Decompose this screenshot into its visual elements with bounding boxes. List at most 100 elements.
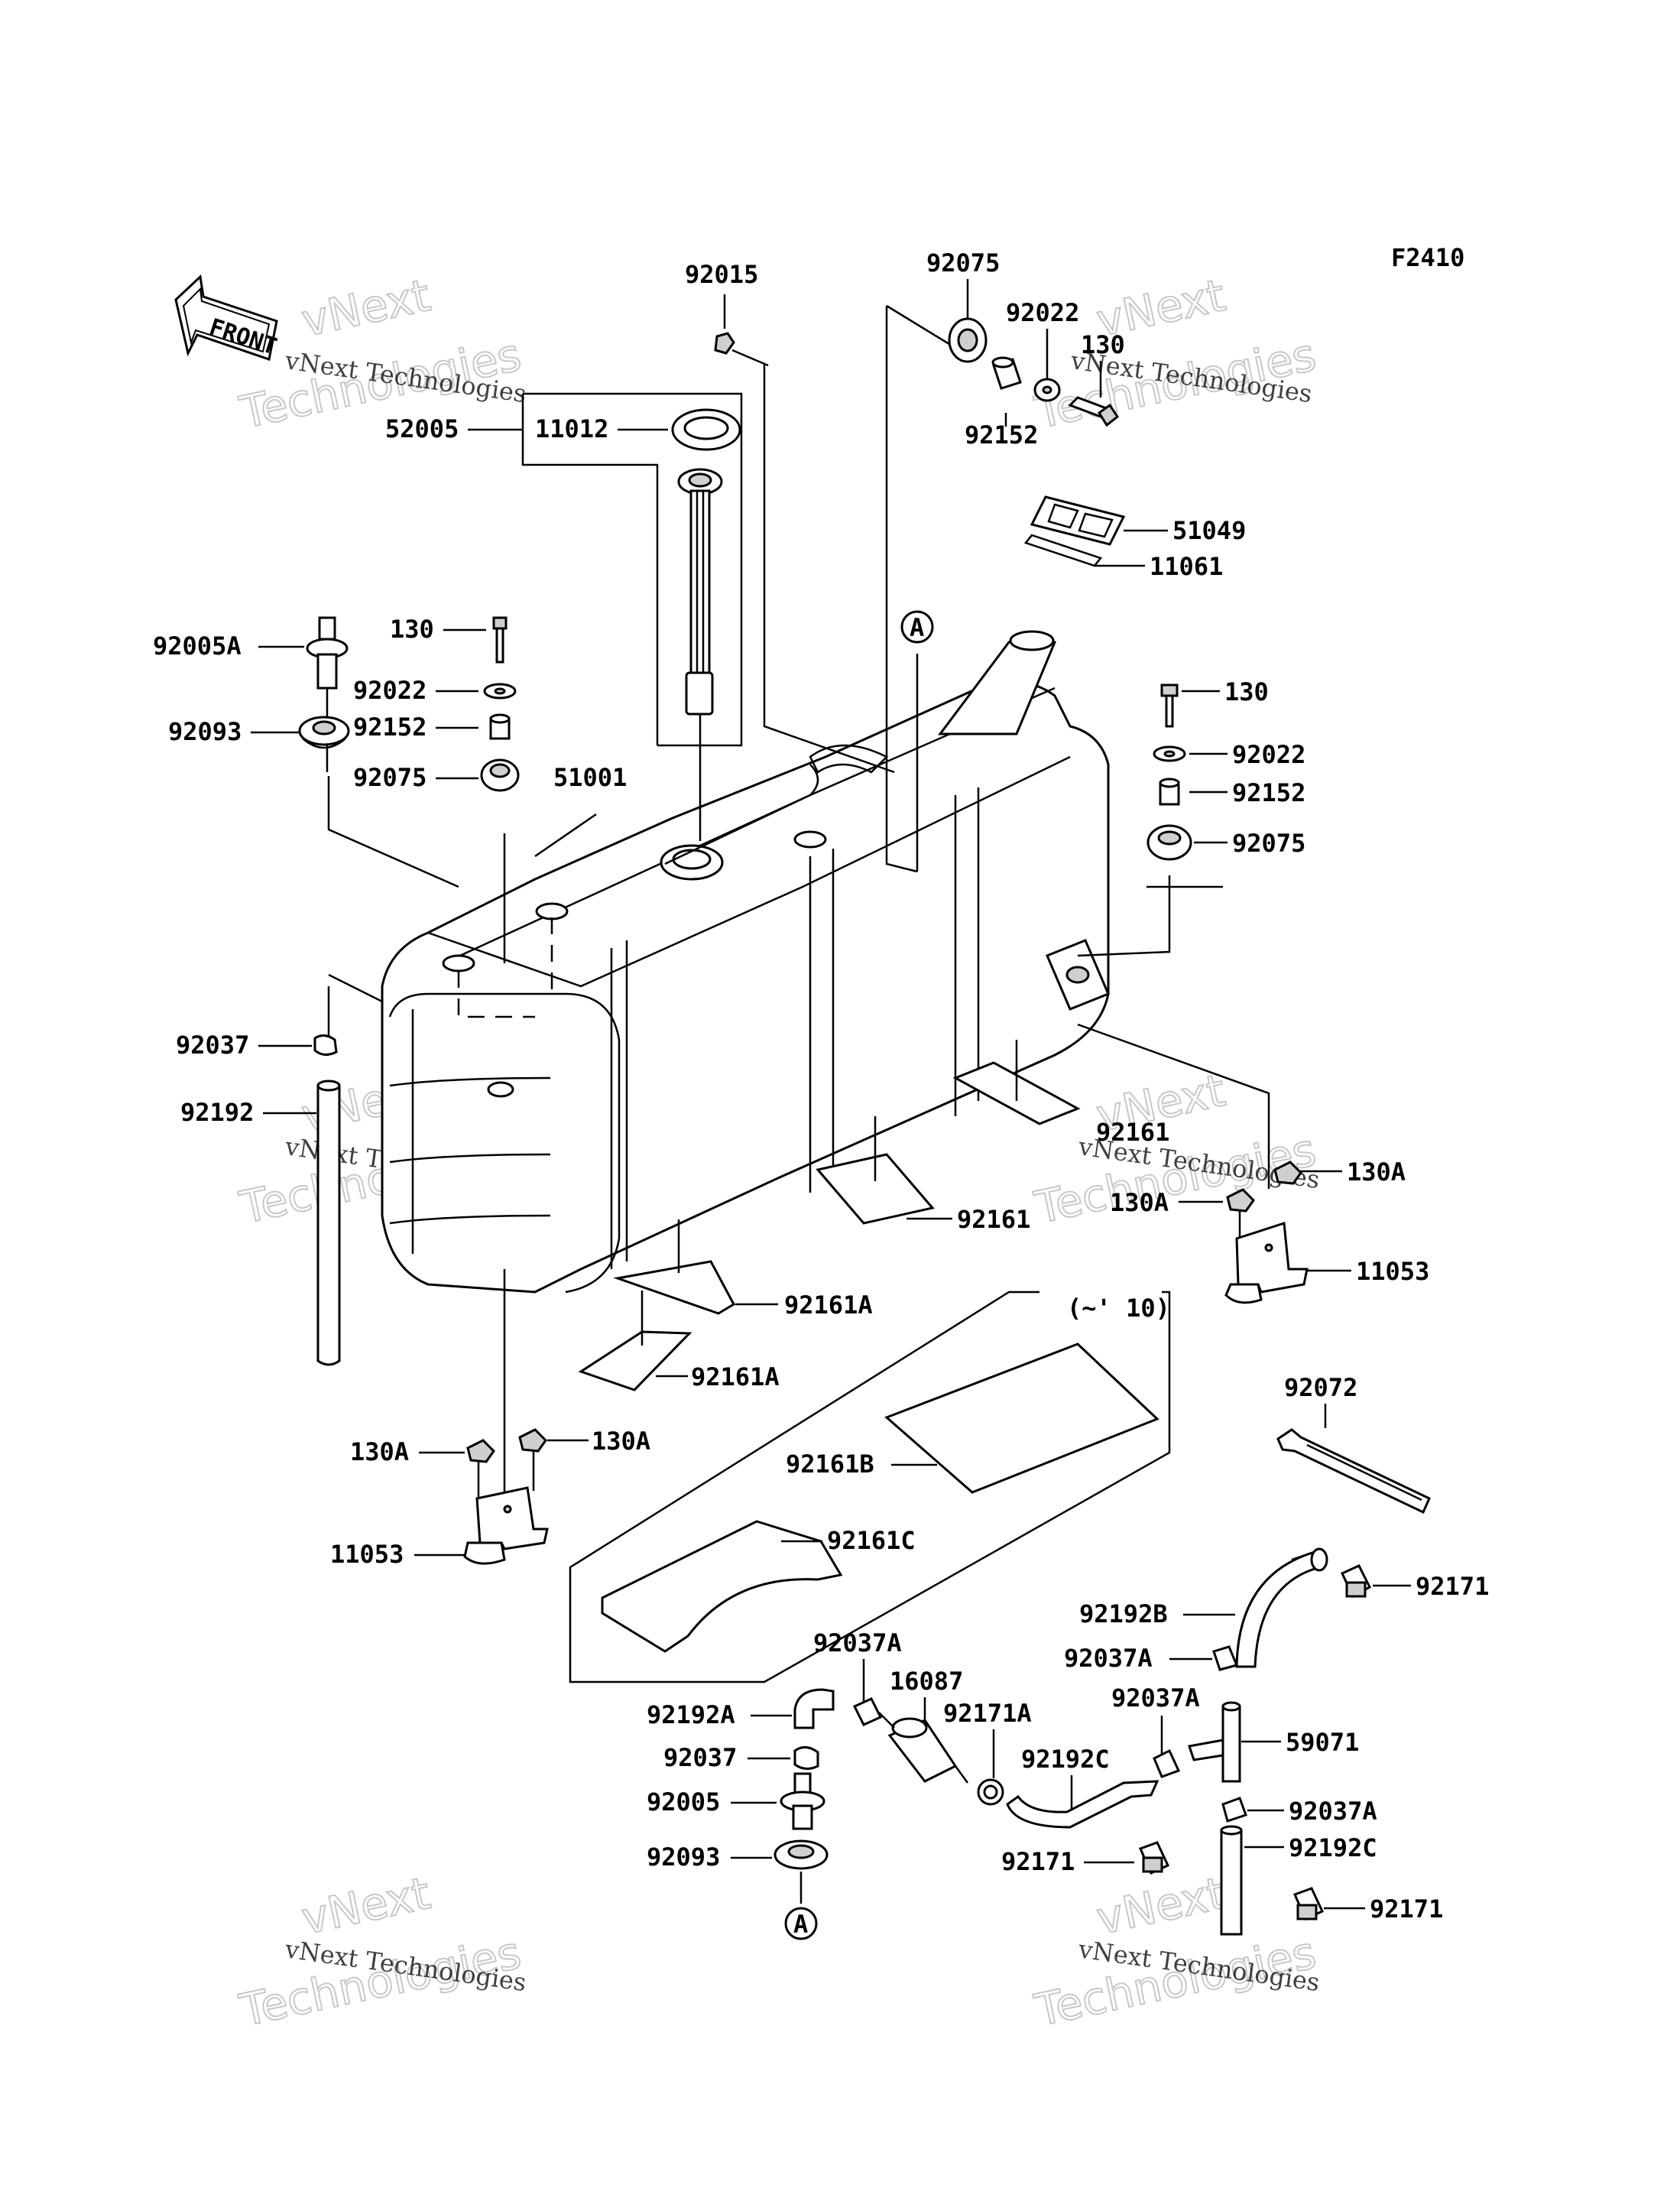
part-92005: 92005: [647, 1772, 825, 1830]
svg-text:92192C: 92192C: [1021, 1745, 1110, 1774]
svg-text:vNext: vNext: [297, 1867, 435, 1945]
part-92161B: 92161B: [786, 1343, 1159, 1494]
clamp-icon: [793, 1746, 819, 1770]
part-92022-right: 92022: [1153, 740, 1305, 769]
svg-text:130A: 130A: [350, 1437, 409, 1466]
watermark-mid-right: vNext Technologies vNext Technologies: [1030, 1063, 1322, 1235]
svg-text:130: 130: [1224, 677, 1269, 706]
part-92171-1: 92171: [1341, 1564, 1489, 1601]
part-92171A: 92171A: [943, 1699, 1032, 1806]
svg-text:92161: 92161: [1096, 1118, 1169, 1147]
watermark-bottom-left: vNext Technologies vNext Technologies: [235, 1866, 528, 2037]
cable-tie-icon: [1276, 1428, 1431, 1515]
part-92161A-2: 92161A: [578, 1291, 780, 1391]
svg-text:92161C: 92161C: [827, 1526, 916, 1555]
svg-text:92037A: 92037A: [1111, 1683, 1200, 1713]
part-92192C-mid: 92192C: [1006, 1745, 1159, 1829]
part-92152-left: 92152: [353, 713, 511, 742]
part-92037A-right2: 92037A: [1111, 1683, 1200, 1778]
svg-text:vNext: vNext: [1092, 1867, 1230, 1945]
svg-text:51049: 51049: [1172, 516, 1246, 545]
svg-text:11061: 11061: [1150, 552, 1223, 581]
bracket-icon: [1235, 1222, 1309, 1294]
svg-text:11053: 11053: [330, 1540, 404, 1569]
watermark-top-left: vNext Technologies vNext Technologies: [235, 268, 528, 440]
part-92037A-right3: 92037A: [1221, 1797, 1377, 1826]
svg-text:130A: 130A: [1347, 1157, 1406, 1187]
hose-icon: [793, 1688, 835, 1729]
part-92037-left: 92037: [176, 986, 338, 1060]
bolt-icon: [466, 1439, 495, 1463]
svg-text:130A: 130A: [592, 1427, 650, 1456]
svg-text:92005: 92005: [647, 1787, 720, 1817]
svg-text:92037A: 92037A: [1064, 1644, 1153, 1673]
part-92093-left: 92093: [168, 716, 350, 749]
part-92161C: 92161C: [601, 1520, 916, 1653]
svg-text:92072: 92072: [1284, 1373, 1357, 1402]
svg-text:92192B: 92192B: [1079, 1599, 1168, 1628]
part-92015: 92015: [685, 260, 769, 367]
part-130-top: 130: [1068, 330, 1125, 427]
svg-text:92037A: 92037A: [813, 1628, 902, 1657]
tee-joint-icon: [1221, 1705, 1241, 1783]
clamp-icon: [852, 1697, 883, 1726]
part-92192A: 92192A: [647, 1688, 835, 1729]
svg-text:92022: 92022: [1006, 298, 1079, 327]
pad-icon: [884, 1343, 1159, 1494]
part-130A-right1: 130A: [1273, 1157, 1406, 1187]
svg-text:92022: 92022: [1232, 740, 1305, 769]
svg-text:92171A: 92171A: [943, 1699, 1032, 1728]
part-11053-right: 11053: [1224, 1222, 1429, 1304]
watermark-top-right: vNext Technologies vNext Technologies: [1030, 268, 1322, 440]
svg-text:11012: 11012: [535, 414, 608, 443]
part-11061: 11061: [1023, 534, 1223, 581]
svg-text:16087: 16087: [890, 1667, 963, 1696]
part-92161-upper: 92161: [952, 1040, 1169, 1147]
cap-gasket-icon: [1030, 495, 1126, 546]
part-92037-bottom: 92037: [663, 1743, 819, 1772]
bolt-icon: [1160, 683, 1179, 697]
part-130A-left2: 130A: [518, 1427, 650, 1491]
part-92075-left: 92075: [353, 758, 520, 792]
svg-text:92075: 92075: [926, 248, 1000, 278]
part-92022-top: 92022: [1006, 298, 1079, 402]
svg-text:92192: 92192: [180, 1098, 254, 1127]
part-92022-left: 92022: [353, 676, 517, 705]
part-11053-left: 11053: [330, 1486, 549, 1569]
part-16087: 16087: [878, 1667, 969, 1784]
part-92152-right: 92152: [1159, 778, 1305, 807]
svg-text:92171: 92171: [1416, 1572, 1489, 1601]
svg-text:92152: 92152: [965, 420, 1038, 450]
part-92192C-right: 92192C: [1220, 1825, 1377, 1936]
svg-text:92192A: 92192A: [647, 1700, 735, 1729]
ref-marker-a-top: A: [900, 610, 934, 644]
part-92093-bottom: 92093: [647, 1839, 829, 1904]
part-92152-top: 92152: [965, 356, 1038, 450]
svg-text:92192C: 92192C: [1289, 1833, 1377, 1862]
svg-text:92161B: 92161B: [786, 1450, 874, 1479]
part-92161-lower: 92161: [816, 1116, 1030, 1234]
hose-icon: [316, 1084, 341, 1366]
part-92171-3: 92171: [1292, 1887, 1443, 1924]
svg-text:92161A: 92161A: [784, 1291, 873, 1320]
nut-icon: [714, 332, 735, 355]
part-130A-right2: 130A: [1110, 1188, 1255, 1246]
hose-icon: [1220, 1829, 1243, 1936]
part-92192B: 92192B: [1079, 1547, 1328, 1668]
watermark-bottom-right: vNext Technologies vNext Technologies: [1030, 1866, 1322, 2037]
ref-marker-a-bottom: A: [784, 1907, 818, 1940]
svg-text:130A: 130A: [1110, 1188, 1169, 1217]
pad-icon: [578, 1330, 692, 1391]
svg-text:92022: 92022: [353, 676, 426, 705]
fuel-tank: [381, 630, 1110, 1294]
svg-text:92161A: 92161A: [691, 1362, 780, 1391]
part-92075-top: 92075: [926, 248, 1000, 363]
svg-text:92075: 92075: [353, 763, 426, 792]
part-92161A-1: 92161A: [613, 1219, 873, 1320]
svg-text:A: A: [793, 1910, 808, 1939]
part-92037A-right1: 92037A: [1064, 1644, 1239, 1673]
svg-text:92152: 92152: [353, 713, 426, 742]
part-130-left: 130: [390, 615, 508, 664]
part-92005A: 92005A: [153, 616, 349, 772]
